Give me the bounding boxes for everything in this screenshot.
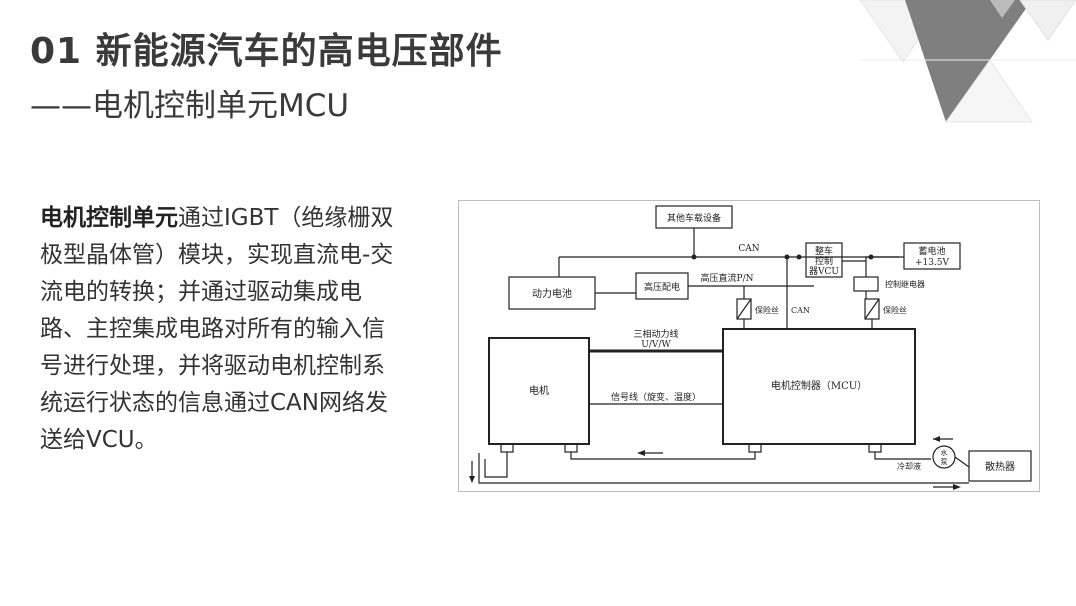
diagram-svg: 其他车载设备 CAN 整车 控制 器VCU 蓄电池 +13.5V 动力电池 高压… xyxy=(469,205,1032,490)
label-vcu-1: 整车 xyxy=(815,245,833,257)
label-radiator: 散热器 xyxy=(985,460,1015,473)
pump-circle xyxy=(932,445,956,469)
label-fuse-right: 保险丝 xyxy=(883,305,907,315)
label-mcu: 电机控制器（MCU） xyxy=(771,379,867,392)
label-battery-1: 蓄电池 xyxy=(918,245,945,257)
box-mcu xyxy=(722,328,916,445)
description-paragraph: 电机控制单元通过IGBT（绝缘栅双极型晶体管）模块，实现直流电-交流电的转换；并… xyxy=(40,200,400,459)
label-hv-dc: 高压直流P/N xyxy=(701,272,754,284)
label-other-devices: 其他车载设备 xyxy=(667,212,721,224)
box-motor xyxy=(488,337,590,445)
mcu-system-diagram: 其他车载设备 CAN 整车 控制 器VCU 蓄电池 +13.5V 动力电池 高压… xyxy=(458,200,1040,492)
label-pump-1: 水 xyxy=(941,448,948,457)
label-control-relay: 控制继电器 xyxy=(885,279,925,289)
label-can-top: CAN xyxy=(738,244,759,254)
description-bold-term: 电机控制单元 xyxy=(40,205,178,231)
label-vcu-3: 器VCU xyxy=(809,266,839,277)
label-can-mid: CAN xyxy=(791,306,810,315)
label-vcu-2: 控制 xyxy=(815,255,833,267)
label-three-phase-2: U/V/W xyxy=(641,340,671,350)
description-text: 通过IGBT（绝缘栅双极型晶体管）模块，实现直流电-交流电的转换；并通过驱动集成… xyxy=(40,205,394,453)
label-fuse-left: 保险丝 xyxy=(755,305,779,315)
box-vcu xyxy=(805,242,843,278)
label-motor: 电机 xyxy=(529,384,549,397)
page-subtitle: ——电机控制单元MCU xyxy=(30,88,350,124)
box-radiator xyxy=(968,450,1032,482)
label-power-battery: 动力电池 xyxy=(532,287,572,300)
box-control-relay xyxy=(853,276,879,292)
box-battery-12v xyxy=(903,242,961,270)
label-three-phase-1: 三相动力线 xyxy=(633,328,678,340)
page-title: 01 新能源汽车的高电压部件 xyxy=(30,31,503,72)
label-battery-2: +13.5V xyxy=(915,258,950,268)
label-signal-line: 信号线（旋变、温度） xyxy=(611,391,701,403)
label-hv-distribution: 高压配电 xyxy=(644,281,680,293)
deco-triangle-main xyxy=(905,0,1032,122)
label-coolant: 冷却液 xyxy=(897,461,921,471)
decorative-triangles xyxy=(860,0,1076,123)
label-pump-2: 泵 xyxy=(941,458,948,466)
